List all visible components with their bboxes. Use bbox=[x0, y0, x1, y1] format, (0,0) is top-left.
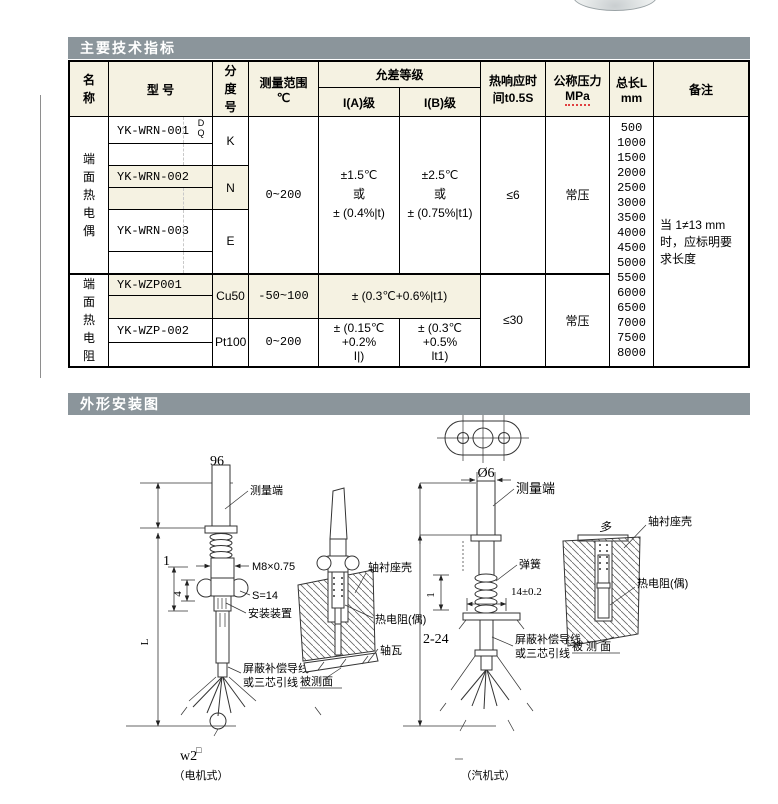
header-length-text: 总长L bbox=[615, 75, 648, 90]
model-number: YK-WZP-002 bbox=[117, 324, 190, 338]
cell-model-spacer bbox=[108, 342, 213, 367]
header-remark: 备注 bbox=[653, 60, 750, 117]
model-number: YK-WRN-001 bbox=[117, 123, 190, 138]
section-title-specs: 主要技术指标 bbox=[68, 37, 750, 59]
cell-graduation: Pt100 bbox=[212, 318, 249, 367]
header-length: 总长L mm bbox=[609, 60, 654, 117]
cell-range: 0~200 bbox=[248, 116, 319, 274]
cell-tol-a: ± (0.15℃+0.2% I|) bbox=[318, 318, 400, 367]
cell-graduation: E bbox=[212, 209, 249, 274]
header-pressure: 公称压力 MPa bbox=[545, 60, 610, 117]
spring-label: 弹簧 bbox=[519, 557, 541, 571]
lead-wire-label-1: 屏蔽补偿导线 bbox=[243, 661, 309, 675]
bearing-shell-label: 轴瓦 bbox=[380, 643, 402, 657]
thread-spec-label: M8×0.75 bbox=[252, 561, 295, 573]
cell-model-spacer bbox=[108, 295, 213, 319]
cell-pressure: 常压 bbox=[545, 116, 610, 274]
model-subdivider bbox=[183, 210, 185, 251]
dim-14-label: 14±0.2 bbox=[511, 586, 542, 598]
model-subdivider bbox=[183, 252, 185, 273]
header-tolerance: 允差等级 bbox=[318, 60, 481, 89]
cell-group-name: 端面热电阻 bbox=[68, 272, 109, 367]
spec-table: 名称 型 号 分度号 测量范围 ℃ 允差等级 热响应时 间t0.5S 公称压力 … bbox=[68, 60, 750, 368]
model-subdivider bbox=[183, 144, 185, 165]
dim-L-label: L bbox=[139, 638, 151, 645]
cell-response: ≤6 bbox=[480, 116, 546, 274]
cell-tol-span: ± (0.3℃+0.6%|t1) bbox=[318, 272, 481, 319]
rtd-element-label: 热电阻(偶) bbox=[637, 577, 688, 590]
cell-model: YK-WRN-002 bbox=[108, 165, 213, 188]
cell-tol-a: ±1.5℃ 或 ± (0.4%|t) bbox=[318, 116, 400, 274]
header-tol-b: I(B)级 bbox=[399, 87, 481, 117]
header-graduation: 分度号 bbox=[212, 60, 249, 117]
cell-tol-b: ± (0.3℃+0.5% lt1) bbox=[399, 318, 481, 367]
caption-motor-type: （电机式） bbox=[174, 768, 229, 782]
model-suffix: D Q bbox=[197, 118, 205, 138]
dim-4-label: 4 bbox=[172, 590, 184, 596]
cell-tol-b: ±2.5℃ 或 ± (0.75%|t1) bbox=[399, 116, 481, 274]
measuring-end-label: 测量端 bbox=[250, 484, 283, 497]
lead-wire-label-2: 或三芯引线 bbox=[243, 675, 298, 689]
header-model: 型 号 bbox=[108, 60, 213, 117]
mount-device-label: 安装装置 bbox=[248, 606, 292, 620]
drawing-turbine-type: Ø6 2-24 1 bbox=[403, 414, 581, 782]
bushing-shell-label: 轴衬座壳 bbox=[368, 560, 412, 574]
cell-graduation: N bbox=[212, 165, 249, 210]
wrench-size-label: S=14 bbox=[252, 590, 278, 602]
model-number: YK-WZP001 bbox=[117, 278, 182, 293]
cell-model-spacer bbox=[108, 143, 213, 166]
drawing-bushing-section: 多 轴衬座壳 热电阻(偶) 被 测 面 bbox=[562, 514, 692, 653]
model-subdivider bbox=[183, 117, 185, 143]
cell-model-spacer bbox=[108, 251, 213, 274]
logo-fragment bbox=[573, 0, 657, 11]
cell-remark: 当 1≠13 mm 时，应标明要 求长度 bbox=[653, 116, 750, 367]
model-number: YK-WRN-003 bbox=[117, 224, 190, 238]
header-length-unit: mm bbox=[620, 90, 643, 105]
cell-model: YK-WRN-003 bbox=[108, 209, 213, 252]
measured-surface-label: 被测面 bbox=[300, 675, 333, 688]
cell-graduation: Cu50 bbox=[212, 272, 249, 319]
cell-range: 0~200 bbox=[248, 318, 319, 367]
model-number: YK-WRN-002 bbox=[117, 170, 190, 184]
dim-diameter-label: Ø6 bbox=[477, 466, 494, 481]
cell-range: -50~100 bbox=[248, 272, 319, 319]
header-range: 测量范围 ℃ bbox=[248, 60, 319, 117]
lead-wire-label-2: 或三芯引线 bbox=[515, 646, 570, 660]
bushing-shell-label: 轴衬座壳 bbox=[648, 514, 692, 528]
header-pressure-text: 公称压力 bbox=[553, 74, 602, 89]
lead-wire-label-1: 屏蔽补偿导线 bbox=[515, 632, 581, 646]
header-tol-a: I(A)级 bbox=[318, 87, 400, 117]
top-strip bbox=[0, 0, 778, 14]
dim-224-label: 2-24 bbox=[423, 632, 449, 647]
section-title-drawing: 外形安装图 bbox=[68, 392, 750, 415]
drawing-motor-type: 96 L bbox=[126, 454, 322, 782]
dim-l-label: 1 bbox=[425, 592, 437, 598]
measuring-end-label: 测量端 bbox=[516, 481, 555, 496]
header-name: 名称 bbox=[68, 60, 109, 117]
rtd-element-label: 热电阻(偶) bbox=[375, 613, 426, 626]
cell-model: YK-WRN-001 D Q bbox=[108, 116, 213, 144]
cell-model: YK-WZP-002 bbox=[108, 318, 213, 343]
cell-response: ≤30 bbox=[480, 272, 546, 367]
installation-drawing: 96 L bbox=[126, 414, 692, 782]
header-pressure-unit: MPa bbox=[565, 89, 590, 106]
cell-model-spacer bbox=[108, 187, 213, 210]
cell-graduation: K bbox=[212, 116, 249, 166]
cell-group-name: 端面热电偶 bbox=[68, 116, 109, 274]
cell-pressure: 常压 bbox=[545, 272, 610, 367]
cell-model: YK-WZP001 bbox=[108, 272, 213, 296]
drawing-bearing-section: 轴衬座壳 热电阻(偶) 轴瓦 被测面 bbox=[297, 486, 426, 688]
dim-1-label: 1 bbox=[163, 554, 170, 569]
model-subdivider bbox=[183, 188, 185, 209]
caption-turbine-type: （汽机式） bbox=[461, 768, 516, 782]
measured-surface-label: 被 测 面 bbox=[572, 640, 611, 653]
w2-superscript: □ bbox=[196, 745, 202, 755]
w2-label: w2 bbox=[180, 749, 197, 764]
surface-finish-symbol: 多 bbox=[599, 520, 612, 534]
header-response: 热响应时 间t0.5S bbox=[480, 60, 546, 117]
page-edge-line bbox=[40, 95, 41, 378]
